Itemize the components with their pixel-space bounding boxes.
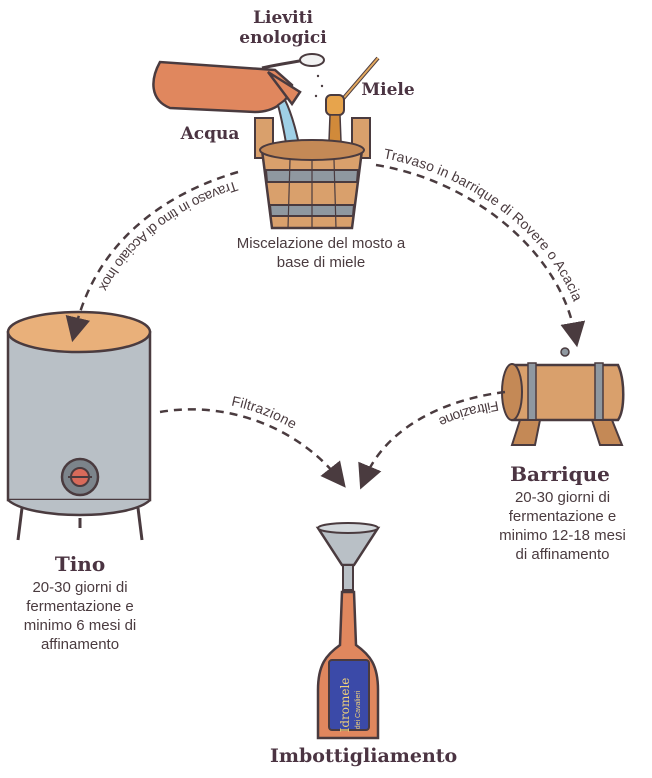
label-water: Acqua [180,124,240,144]
label-to-tino: Travaso in tino di Acciaio Inox [96,178,240,294]
mixing-caption: Miscelazione del mosto a base di miele [236,235,406,271]
bottle-illustration [316,590,380,740]
wooden-bucket-illustration [254,117,371,230]
label-filtration-left: Filtrazione [230,393,300,432]
tino-desc-line: fermentazione e [26,598,134,615]
tino-desc-line: affinamento [40,636,120,653]
bottling-title: Imbottigliamento [270,745,458,767]
label-yeast: Lieviti enologici [239,8,327,48]
label-to-barrique: Travaso in barrique di Rovere o Acacia [382,145,586,303]
bottle-label-sub: dei Cavalieri [355,690,362,729]
funnel-illustration [315,522,381,591]
yeast-spoon-illustration [261,53,325,98]
steel-vat-illustration [6,310,152,541]
barrique-desc-line: di affinamento [515,546,610,563]
tino-title: Tino [54,552,106,576]
barrique-desc-line: minimo 12-18 mesi [499,527,626,544]
barrel-illustration [501,347,625,446]
tino-desc-line: minimo 6 mesi di [23,617,137,634]
tino-desc-line: 20-30 giorni di [32,579,128,596]
tino-description: 20-30 giorni di fermentazione e minimo 6… [10,578,150,654]
barrique-desc-line: 20-30 giorni di [514,489,611,506]
label-filtration-right: Filtrazione [436,398,500,431]
barrique-desc-line: fermentazione e [508,508,617,525]
arrow-filtration-left [158,408,340,480]
label-honey: Miele [361,80,415,100]
barrique-description: 20-30 giorni di fermentazione e minimo 1… [490,488,635,564]
barrique-title: Barrique [510,462,610,486]
bottle-label-main: Idromele [338,678,352,733]
